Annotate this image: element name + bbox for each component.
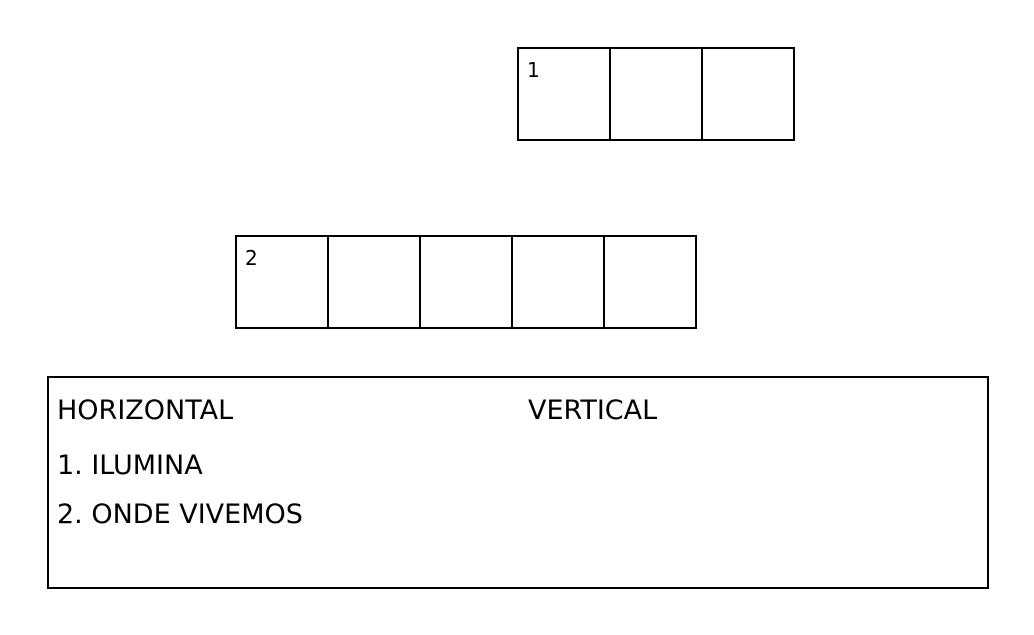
word-2-cells: 2 (235, 235, 697, 329)
crossword-cell[interactable]: 2 (235, 235, 329, 329)
vertical-clues: VERTICAL (528, 392, 657, 441)
cell-number: 2 (245, 246, 258, 270)
vertical-heading: VERTICAL (528, 395, 658, 426)
crossword-cell[interactable] (327, 235, 421, 329)
horizontal-clues: HORIZONTAL 1. ILUMINA 2. ONDE VIVEMOS (57, 392, 303, 539)
clue-item: 2. ONDE VIVEMOS (57, 499, 303, 530)
crossword-cell[interactable] (701, 47, 795, 141)
crossword-cell[interactable] (419, 235, 513, 329)
crossword-cell[interactable] (603, 235, 697, 329)
crossword-cell[interactable]: 1 (517, 47, 611, 141)
cell-number: 1 (527, 58, 540, 82)
crossword-cell[interactable] (511, 235, 605, 329)
clue-item: 1. ILUMINA (57, 450, 203, 481)
horizontal-heading: HORIZONTAL (57, 395, 234, 426)
crossword-cell[interactable] (609, 47, 703, 141)
word-1-cells: 1 (517, 47, 795, 141)
clues-box: HORIZONTAL 1. ILUMINA 2. ONDE VIVEMOS VE… (47, 376, 989, 589)
